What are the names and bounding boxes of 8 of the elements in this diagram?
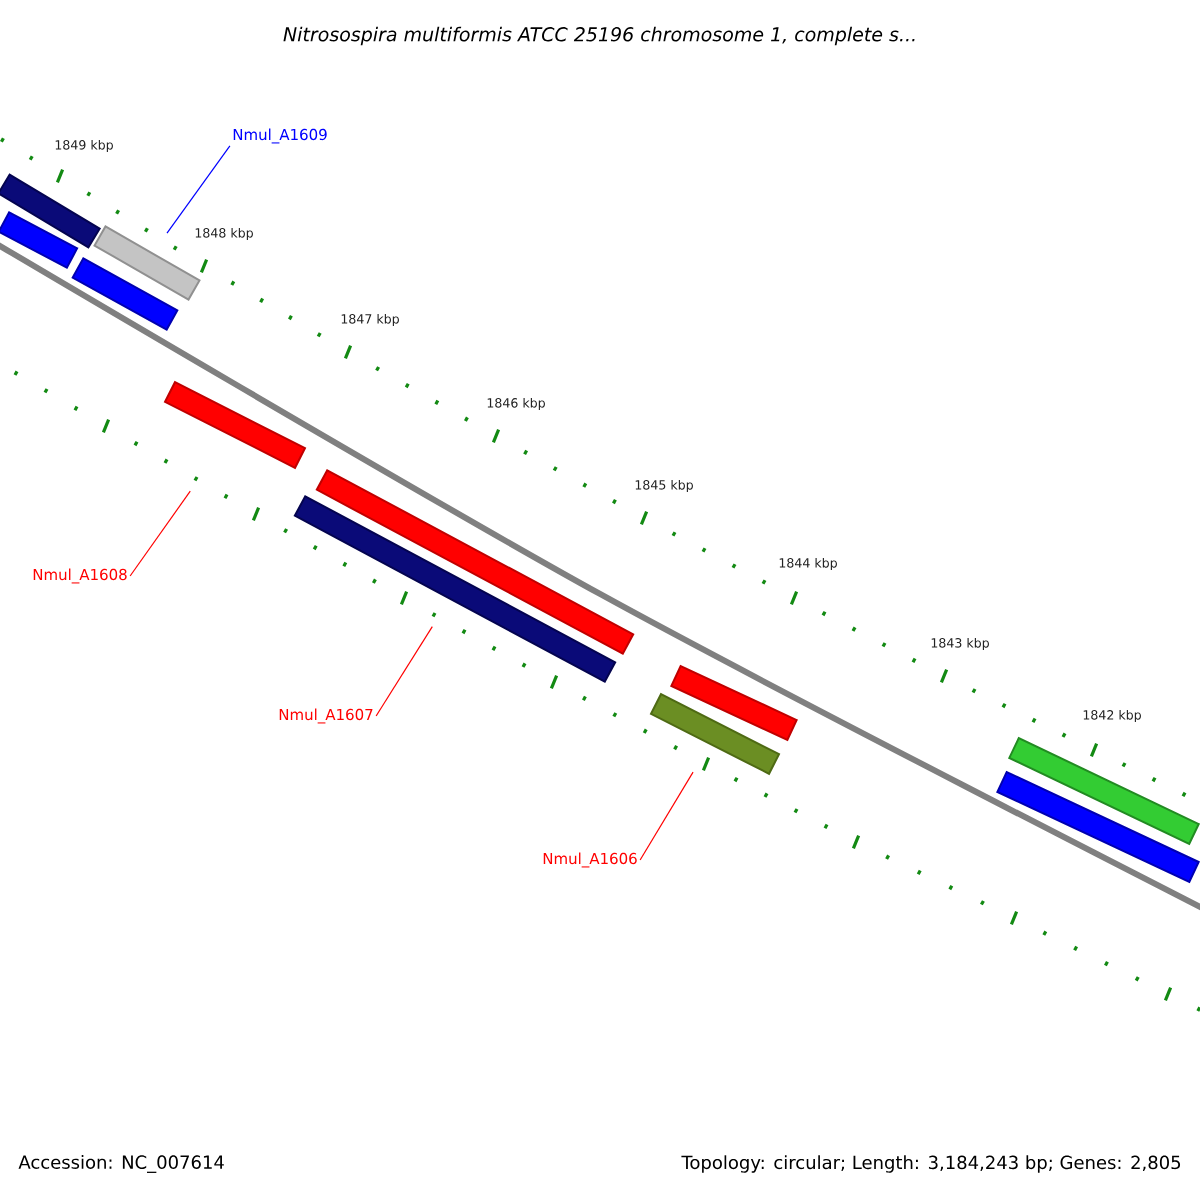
leader-line [639, 771, 694, 861]
footer-text: Accession: NC_007614 [18, 1155, 224, 1173]
gene-bar [71, 257, 179, 331]
leader-line [375, 626, 433, 717]
title: Nitrosospira multiformis ATCC 25196 chromosome 1, complete s... [283, 26, 915, 46]
footer-text: Topology: circular; Length: 3,184,243 bp; Genes: 2,805 [681, 1155, 1181, 1173]
leader-line [129, 490, 191, 577]
leader-line [166, 145, 231, 234]
